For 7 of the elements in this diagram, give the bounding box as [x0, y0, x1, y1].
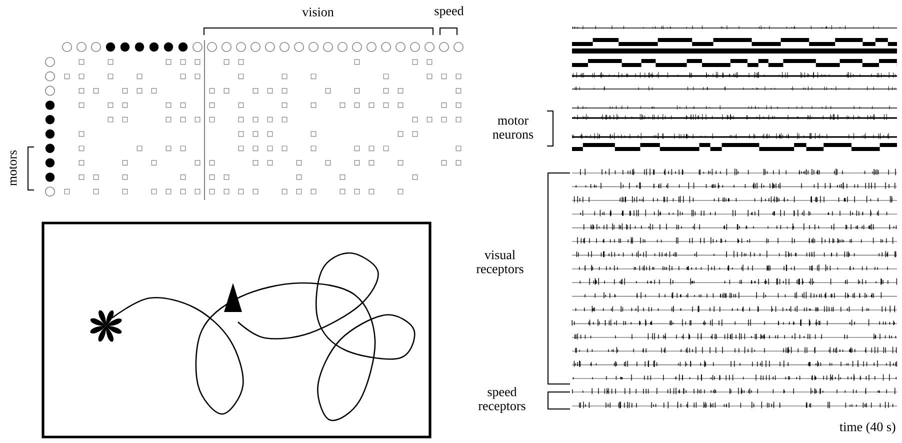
group-label: vision [302, 8, 334, 16]
axis-label: time (40 s) [840, 422, 896, 434]
group-label: motor neurons [492, 117, 534, 139]
group-label: visual receptors [476, 250, 524, 276]
group-label: speed [434, 6, 464, 18]
group-label: speed receptors [478, 387, 526, 413]
group-label: motors [9, 150, 17, 186]
